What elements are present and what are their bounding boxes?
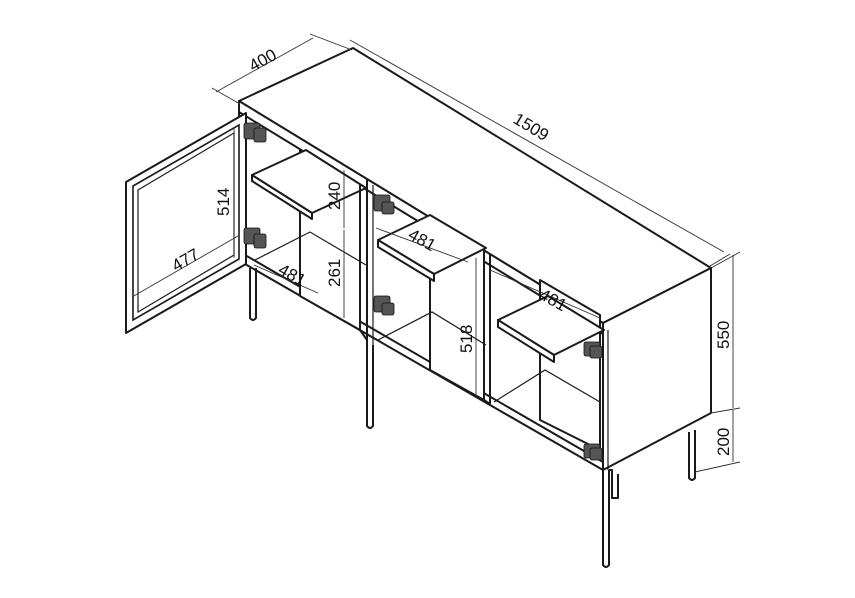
dim-ext-depth-b: [309, 33, 353, 51]
label-body-height: 550: [714, 321, 733, 349]
label-leg-height: 200: [714, 428, 733, 456]
hinges: [243, 122, 603, 461]
label-inner-height: 518: [457, 325, 476, 353]
label-door-height: 514: [214, 188, 233, 216]
label-width: 1509: [510, 109, 552, 145]
leg-back-right: [688, 430, 696, 481]
dim-line-width: [349, 39, 725, 253]
dim-ext-body-b: [710, 407, 741, 414]
dimension-lines: [131, 33, 741, 473]
leg-front-middle: [366, 340, 374, 429]
hinge-door-bottom: [243, 227, 267, 249]
door-inner-frame: [132, 123, 240, 322]
label-depth: 400: [246, 45, 280, 75]
label-lower-height: 261: [325, 259, 344, 287]
dim-line-shelf-right: [489, 269, 601, 319]
dim-line-door-width: [131, 235, 239, 298]
leg-right-bracket: [609, 469, 619, 499]
dim-ext-leg: [694, 461, 741, 473]
hinge-right-top: [583, 341, 603, 359]
hinge-middle-top: [373, 194, 395, 215]
dim-ext-body-a: [710, 251, 741, 269]
leg-back-left: [249, 268, 257, 321]
hinge-middle-bottom: [373, 295, 395, 316]
hinge-door-top: [243, 122, 267, 143]
label-upper-height: 240: [325, 182, 344, 210]
left-upper-shelf-front: [251, 174, 313, 220]
right-shelf-front: [497, 319, 555, 363]
bottom-front-edge: [244, 254, 604, 471]
right-bottom-shelf: [493, 369, 601, 403]
leg-front-right: [602, 470, 610, 568]
door-outer-frame: [125, 112, 247, 334]
dim-line-shelf-left: [253, 264, 319, 294]
hinge-right-bottom: [583, 443, 603, 461]
open-glass-door: [125, 112, 247, 334]
left-bottom-shelf: [254, 231, 367, 266]
dim-ext-depth-a: [211, 87, 241, 105]
middle-divider: [359, 180, 368, 341]
dim-line-shelf-middle: [375, 227, 469, 263]
middle-bottom-shelf: [377, 311, 487, 346]
dim-line-depth: [215, 37, 314, 93]
middle-shelf-front: [377, 239, 435, 282]
dim-ext-width: [709, 253, 731, 267]
legs: [249, 268, 696, 568]
cabinet-body: [238, 47, 712, 471]
right-divider: [483, 250, 491, 405]
